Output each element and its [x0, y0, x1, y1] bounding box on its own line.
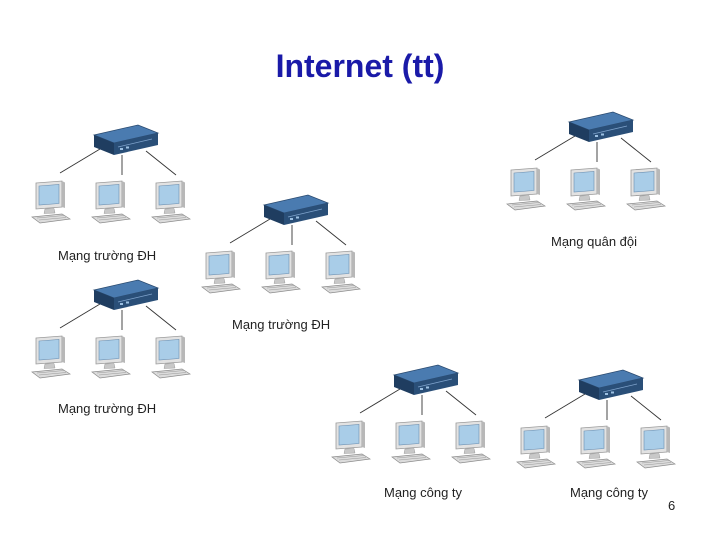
network-diagram-cong-ty-2 [515, 370, 695, 490]
network-label-cong-ty-1: Mạng công ty [384, 485, 463, 500]
network-cluster-truong-dh-2 [200, 195, 380, 315]
network-diagram-truong-dh-3 [30, 280, 210, 400]
page-number: 6 [668, 498, 676, 513]
network-label-truong-dh-1: Mạng trường ĐH [58, 248, 157, 263]
network-diagram-truong-dh-1 [30, 125, 210, 245]
network-label-quan-doi: Mạng quân đội [551, 234, 638, 249]
network-cluster-cong-ty-2 [515, 370, 695, 490]
network-cluster-truong-dh-1 [30, 125, 210, 245]
network-label-cong-ty-2: Mạng công ty [570, 485, 649, 500]
network-label-truong-dh-2: Mạng trường ĐH [232, 317, 331, 332]
network-diagram-cong-ty-1 [330, 365, 510, 485]
network-diagram-quan-doi [505, 112, 685, 232]
network-cluster-cong-ty-1 [330, 365, 510, 485]
network-label-truong-dh-3: Mạng trường ĐH [58, 401, 157, 416]
network-diagram-truong-dh-2 [200, 195, 380, 315]
slide-title: Internet (tt) [275, 48, 445, 84]
network-cluster-quan-doi [505, 112, 685, 232]
network-cluster-truong-dh-3 [30, 280, 210, 400]
